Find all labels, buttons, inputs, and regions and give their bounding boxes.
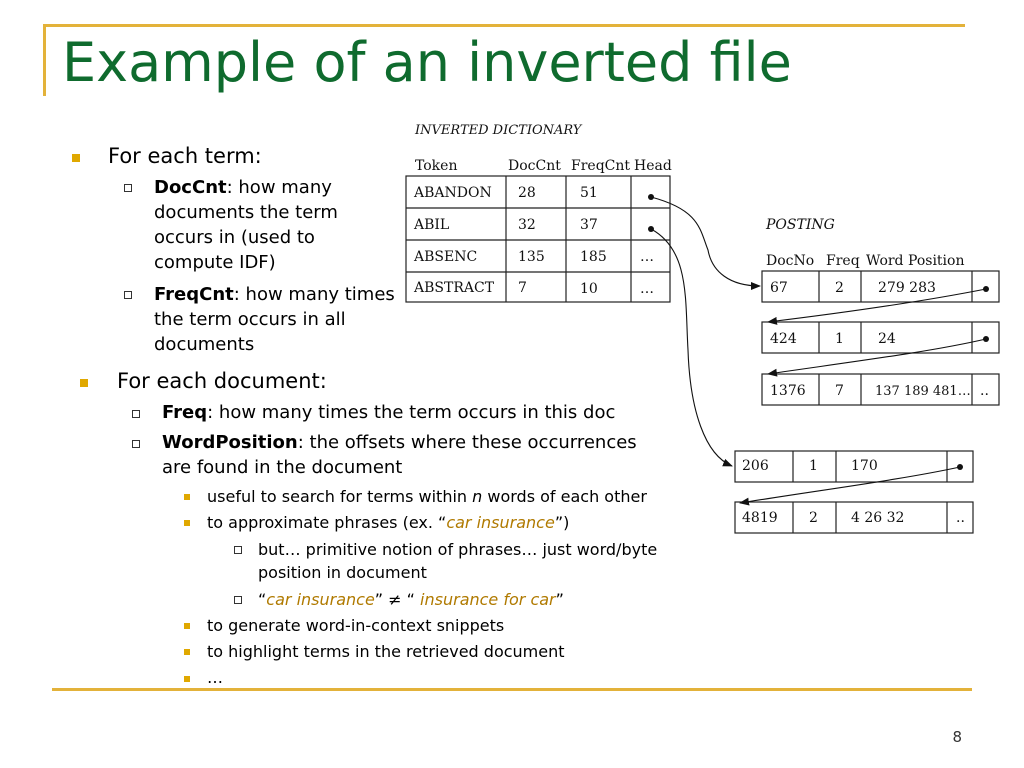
sub-bullet-marker xyxy=(132,410,140,418)
posting-docno: 424 xyxy=(770,331,797,347)
posting-freq: 2 xyxy=(809,510,818,526)
page-number: 8 xyxy=(952,728,962,746)
dictionary-grid xyxy=(405,175,671,303)
freq-line: Freq: how many times the term occurs in … xyxy=(162,402,616,423)
posting-next: .. xyxy=(980,383,989,399)
posting-freq: 1 xyxy=(809,458,818,474)
use-snippets: to generate word-in-context snippets xyxy=(207,616,505,635)
doccnt-line-3: occurs in (used to xyxy=(154,227,315,248)
posting-freq: 2 xyxy=(835,280,844,296)
dict-freqcnt: 51 xyxy=(580,185,598,201)
bullet-each-document: For each document: xyxy=(117,369,327,393)
posting-positions: 4 26 32 xyxy=(851,510,904,526)
pointer-arrows xyxy=(650,196,987,506)
bullet-marker xyxy=(72,154,80,162)
posting-docno: 206 xyxy=(742,458,769,474)
wordpos-line-2: are found in the document xyxy=(162,457,403,478)
posting-header-wordpos: Word Position xyxy=(866,253,964,269)
use-highlight: to highlight terms in the retrieved docu… xyxy=(207,642,565,661)
primitive-phrases-line-1: but… primitive notion of phrases… just w… xyxy=(258,540,658,559)
use-approximate-phrases: to approximate phrases (ex. “car insuran… xyxy=(207,513,570,532)
dict-freqcnt: 10 xyxy=(580,281,598,297)
sub-bullet-marker xyxy=(132,440,140,448)
top-left-rule xyxy=(43,24,46,96)
posting-list-a-boxes xyxy=(761,270,1000,406)
dict-freqcnt: 185 xyxy=(580,249,607,265)
sub-bullet-marker xyxy=(124,291,132,299)
dict-token: ABSTRACT xyxy=(413,280,495,296)
posting-positions: 137 189 481… xyxy=(875,384,971,399)
bullet-marker xyxy=(184,676,190,682)
dictionary-caption: INVERTED DICTIONARY xyxy=(414,123,583,138)
freqcnt-line-2: the term occurs in all xyxy=(154,309,346,330)
use-ellipsis: … xyxy=(207,668,223,687)
posting-docno: 67 xyxy=(770,280,788,296)
posting-positions: 24 xyxy=(878,331,896,347)
posting-list-b-boxes xyxy=(734,450,974,534)
primitive-phrases-line-2: position in document xyxy=(258,563,427,582)
posting-header-docno: DocNo xyxy=(766,253,814,269)
wordpos-line-1: WordPosition: the offsets where these oc… xyxy=(162,432,637,453)
phrase-inequality: “car insurance” ≠ “ insurance for car” xyxy=(258,590,564,609)
doccnt-line-2: documents the term xyxy=(154,202,338,223)
bullet-each-term: For each term: xyxy=(108,144,262,168)
dict-head: … xyxy=(640,281,654,297)
posting-docno: 4819 xyxy=(742,510,778,526)
dict-header-head: Head xyxy=(634,158,672,174)
bullet-marker xyxy=(184,623,190,629)
top-rule xyxy=(43,24,965,27)
bullet-marker xyxy=(80,379,88,387)
dict-token: ABSENC xyxy=(413,249,477,265)
dict-header-freqcnt: FreqCnt xyxy=(571,158,630,174)
bottom-rule xyxy=(52,688,972,691)
posting-docno: 1376 xyxy=(770,383,806,399)
sub-bullet-marker xyxy=(234,596,242,604)
dict-header-doccnt: DocCnt xyxy=(508,158,561,174)
bullet-marker xyxy=(184,649,190,655)
freqcnt-line-3: documents xyxy=(154,334,255,355)
dict-head: … xyxy=(640,249,654,265)
doccnt-line-1: DocCnt: how many xyxy=(154,177,332,198)
dict-doccnt: 28 xyxy=(518,185,536,201)
bullet-marker xyxy=(184,494,190,500)
bullet-marker xyxy=(184,520,190,526)
dict-doccnt: 7 xyxy=(518,280,527,296)
sub-bullet-marker xyxy=(234,546,242,554)
dict-header-token: Token xyxy=(415,158,457,174)
doccnt-line-4: compute IDF) xyxy=(154,252,276,273)
posting-next: .. xyxy=(956,510,965,526)
use-search-within-n: useful to search for terms within n word… xyxy=(207,487,647,506)
dict-token: ABANDON xyxy=(413,185,492,201)
dict-doccnt: 32 xyxy=(518,217,536,233)
freqcnt-line-1: FreqCnt: how many times xyxy=(154,284,395,305)
posting-positions: 170 xyxy=(851,458,878,474)
posting-freq: 7 xyxy=(835,383,844,399)
posting-header-freq: Freq xyxy=(826,253,860,269)
dict-token: ABIL xyxy=(413,217,449,233)
sub-bullet-marker xyxy=(124,184,132,192)
dict-doccnt: 135 xyxy=(518,249,545,265)
posting-freq: 1 xyxy=(835,331,844,347)
slide-title: Example of an inverted file xyxy=(62,31,792,94)
posting-positions: 279 283 xyxy=(878,280,936,296)
dict-freqcnt: 37 xyxy=(580,217,598,233)
posting-caption: POSTING xyxy=(765,217,835,233)
